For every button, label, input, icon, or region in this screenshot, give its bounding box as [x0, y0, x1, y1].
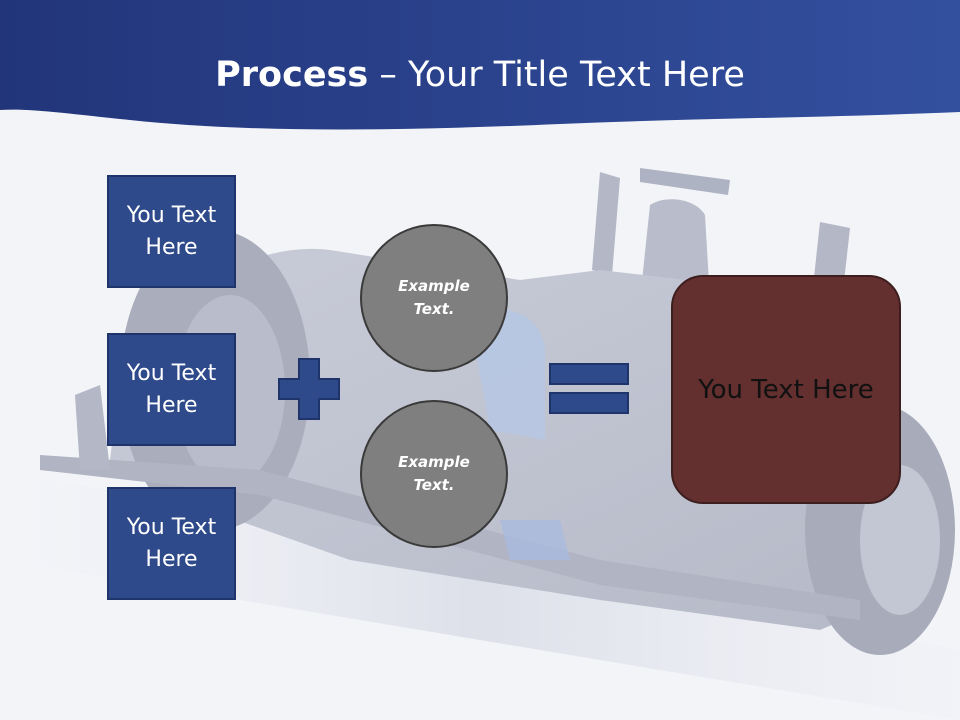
title-rest: – Your Title Text Here	[368, 55, 745, 95]
input-box-2: You Text Here	[107, 333, 236, 446]
example-circle-1: Example Text.	[360, 224, 508, 372]
equals-icon	[549, 363, 629, 414]
page-title: Process – Your Title Text Here	[0, 52, 960, 98]
input-box-3: You Text Here	[107, 487, 236, 600]
input-box-1: You Text Here	[107, 175, 236, 288]
title-bold: Process	[215, 55, 369, 95]
header-band	[0, 0, 960, 130]
plus-icon	[278, 358, 340, 420]
example-circle-2: Example Text.	[360, 400, 508, 548]
result-box: You Text Here	[671, 275, 901, 504]
